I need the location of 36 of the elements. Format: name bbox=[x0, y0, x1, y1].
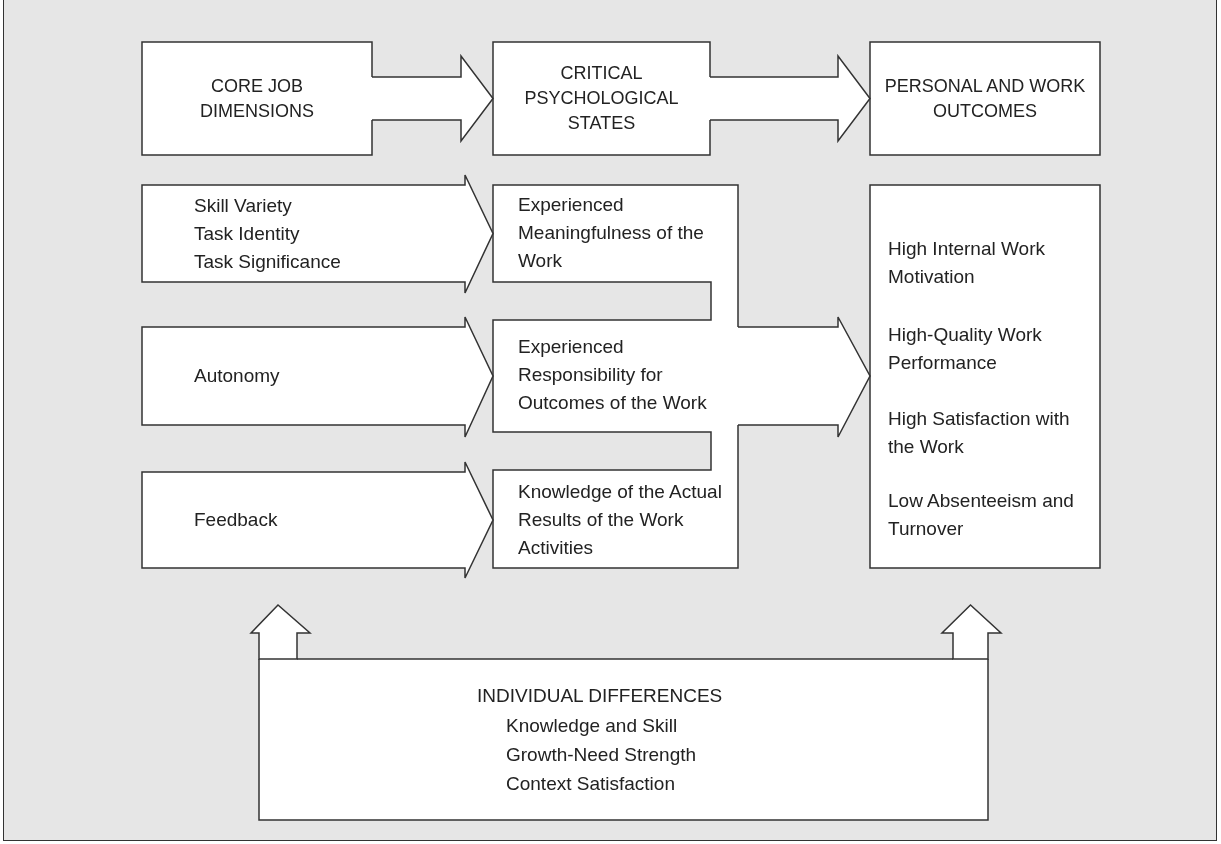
heading-box bbox=[142, 42, 372, 155]
item-text: Skill Variety bbox=[194, 193, 292, 218]
outcomes-box bbox=[870, 185, 1100, 568]
heading-text: PERSONAL AND WORK OUTCOMES bbox=[883, 74, 1087, 123]
item-text: High Satisfaction with the Work bbox=[888, 407, 1071, 459]
item-text: Task Significance bbox=[194, 249, 341, 274]
heading-text: CRITICAL PSYCHOLOGICAL STATES bbox=[523, 62, 680, 135]
heading-text: INDIVIDUAL DIFFERENCES bbox=[477, 684, 724, 708]
item-text: Experienced Responsibility for Outcomes of the Work bbox=[518, 335, 708, 415]
item-text: Autonomy bbox=[194, 364, 280, 388]
item-text: Feedback bbox=[194, 508, 278, 532]
block-arrow bbox=[709, 53, 871, 144]
item-text: Knowledge of the Actual Results of the Work Activities bbox=[518, 480, 723, 560]
block-arrow bbox=[391, 174, 494, 294]
arrow-box bbox=[142, 185, 392, 282]
block-arrow bbox=[249, 603, 312, 660]
block-arrow bbox=[940, 603, 1003, 660]
block-arrow bbox=[371, 53, 494, 144]
heading-box bbox=[870, 42, 1100, 155]
block-arrow bbox=[737, 316, 871, 438]
arrow-box bbox=[142, 327, 392, 425]
item-text: Context Satisfaction bbox=[506, 772, 676, 796]
arrow-box bbox=[142, 472, 392, 568]
merged-arrow-box bbox=[493, 185, 738, 568]
heading-text: CORE JOB DIMENSIONS bbox=[199, 74, 315, 123]
item-text: Knowledge and Skill bbox=[506, 714, 679, 738]
block-arrow bbox=[391, 461, 494, 579]
u-shaped-arrow-box bbox=[259, 659, 988, 820]
item-text: Low Absenteeism and Turnover bbox=[888, 489, 1075, 541]
item-text: High Internal Work Motivation bbox=[888, 237, 1046, 289]
item-text: Experienced Meaningfulness of the Work bbox=[518, 193, 705, 273]
heading-box bbox=[493, 42, 710, 155]
item-text: Growth-Need Strength bbox=[506, 743, 698, 767]
block-arrow bbox=[391, 316, 494, 438]
item-text: Task Identity bbox=[194, 221, 300, 246]
item-text: High-Quality Work Performance bbox=[888, 323, 1043, 375]
